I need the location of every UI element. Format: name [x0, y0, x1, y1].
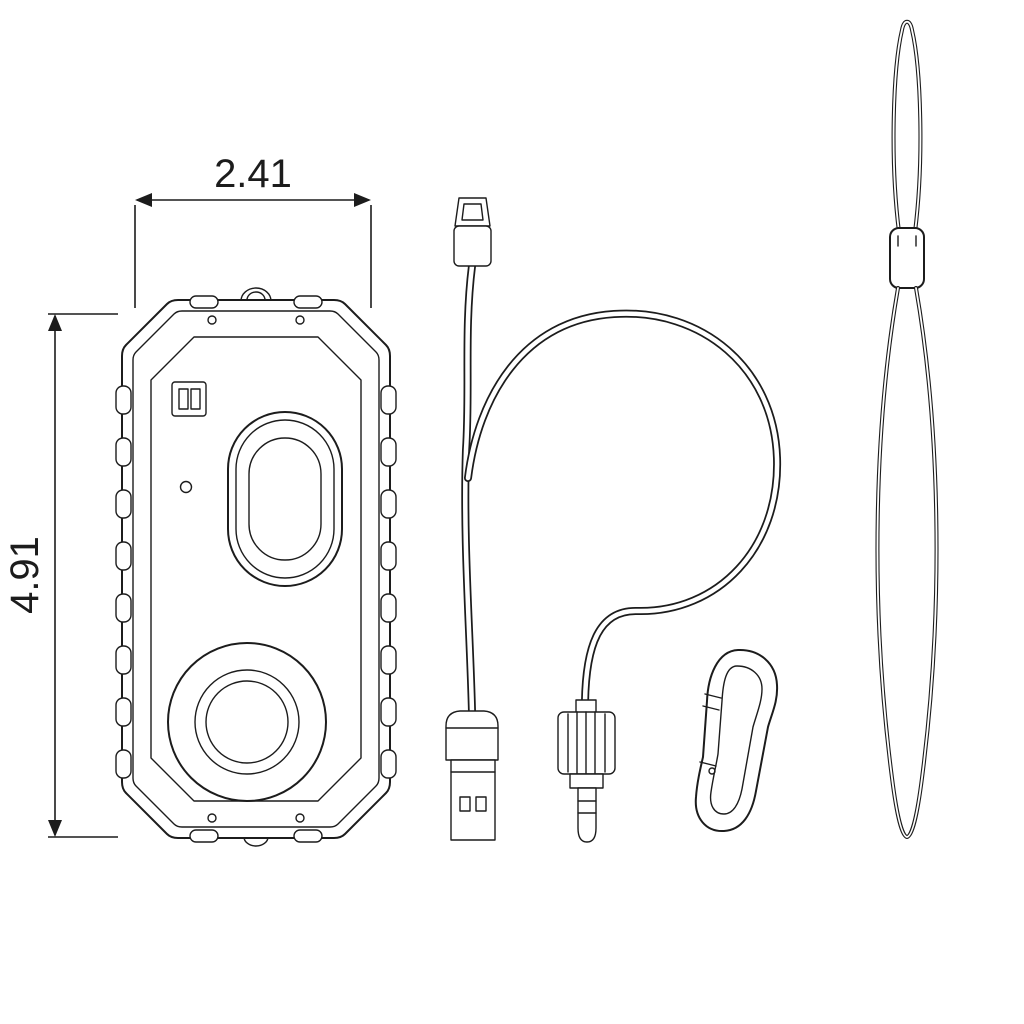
speaker-driver: [167, 642, 327, 802]
speaker-power-switch: [171, 381, 207, 417]
lanyard-top-loop: [891, 19, 923, 234]
speaker-top-loop: [240, 287, 272, 302]
speaker-face-screws: [207, 315, 305, 823]
lanyard-wrist-loop: [875, 286, 939, 840]
usb-a-connector: [445, 710, 499, 841]
width-arrowhead-right: [354, 193, 371, 207]
usb-contact-hole: [475, 796, 487, 812]
carabiner: [694, 648, 779, 833]
lanyard: [875, 19, 939, 840]
speaker-right-grip-bumps: [380, 385, 397, 779]
speaker-passive-radiator: [227, 411, 343, 587]
speaker-top-loop-inner: [246, 291, 266, 301]
speaker-led-indicator: [179, 480, 193, 494]
carabiner-gate-line: [704, 693, 722, 699]
width-dimension-label: 2.41: [214, 152, 292, 196]
carabiner-opening: [709, 665, 763, 815]
carabiner-gate-pin: [708, 767, 716, 775]
speaker-face-panel: [150, 336, 362, 802]
height-arrowhead-top: [48, 314, 62, 331]
aux-plug: [557, 699, 616, 843]
micro-usb-connector: [453, 197, 492, 267]
cable-loop: [464, 309, 782, 706]
usb-aux-cable: [445, 197, 782, 843]
speaker-inner-shell-line: [132, 310, 380, 828]
width-dimension: 2.41: [134, 152, 372, 308]
height-dimension: 4.91: [3, 313, 118, 838]
height-arrowhead-bottom: [48, 820, 62, 837]
usb-contact-hole: [459, 796, 471, 812]
width-arrowhead-left: [135, 193, 152, 207]
carabiner-gate-line: [699, 761, 717, 767]
carabiner-gate-line: [702, 705, 720, 711]
height-dimension-label: 4.91: [3, 536, 47, 614]
speaker-edge-tabs: [189, 295, 323, 843]
speaker-front-view: [115, 287, 397, 847]
speaker-left-grip-bumps: [115, 385, 132, 779]
lanyard-cord-lock: [889, 227, 925, 289]
cable-strand: [461, 262, 476, 716]
